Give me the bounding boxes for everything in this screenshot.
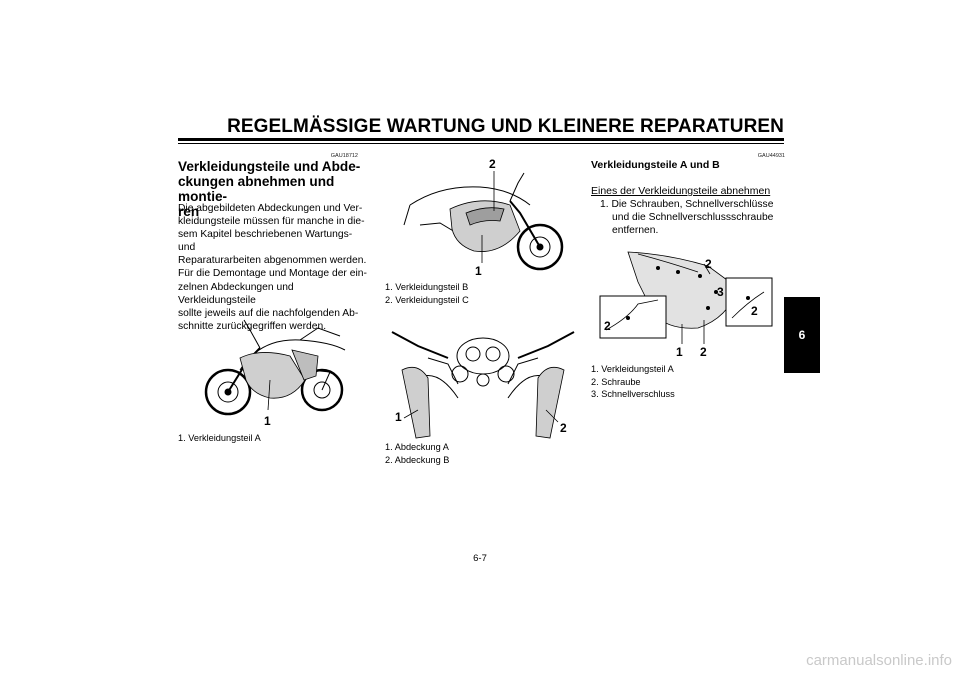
page-header-title: REGELMÄSSIGE WARTUNG UND KLEINERE REPARA… — [227, 116, 784, 137]
subsection-title: Verkleidungsteile A und B — [591, 159, 720, 171]
figure-label: 2 — [751, 304, 758, 318]
text-line: Reparaturarbeiten abgenommen werden. — [178, 255, 367, 267]
caption-item: 1. Abdeckung A — [385, 442, 449, 452]
text-line: kleidungsteile müssen für manche in die- — [178, 216, 365, 228]
figure-label: 1 — [264, 414, 271, 428]
section-code: GAU44931 — [757, 153, 785, 159]
procedure-heading: Eines der Verkleidungsteile abnehmen — [591, 185, 771, 197]
figure-label: 2 — [700, 345, 707, 359]
figure-caption-list: 1. Verkleidungsteil A 2. Schraube 3. Sch… — [591, 363, 781, 401]
figure-label: 1 — [676, 345, 683, 359]
figure-label: 2 — [560, 421, 567, 435]
page-number: 6-7 — [473, 553, 487, 564]
header-rule-thick — [178, 138, 784, 141]
text-line: schnitte zurückgegriffen werden. — [178, 320, 327, 332]
caption-item: 3. Schnellverschluss — [591, 389, 675, 400]
figure-caption-list: 1. Abdeckung A 2. Abdeckung B — [385, 441, 565, 466]
caption-item: 1. Verkleidungsteil B — [385, 282, 469, 292]
motorcycle-side-left-figure — [204, 319, 346, 416]
chapter-tab: 6 — [784, 297, 820, 373]
figure-label: 1 — [395, 410, 402, 424]
section-title-line: Verkleidungsteile und Abde- — [178, 159, 361, 174]
text-line: Die abgebildeten Abdeckungen und Ver- — [178, 203, 363, 214]
figure-caption-list: 1. Verkleidungsteil B 2. Verkleidungstei… — [385, 281, 565, 306]
text-line: zelnen Abdeckungen und Verkleidungsteile — [178, 281, 294, 306]
text-line: 1. Die Schrauben, Schnellverschlüsse — [600, 199, 774, 210]
figure-label: 2 — [489, 157, 496, 171]
header-rule-thin — [178, 143, 784, 144]
fairing-detail-figure — [599, 251, 773, 344]
section-title: Verkleidungsteile und Abde- ckungen abne… — [178, 159, 368, 219]
section-code: GAU18712 — [330, 153, 358, 159]
section-title-line: ckungen abnehmen und montie- — [178, 174, 335, 204]
figure-label: 3 — [717, 285, 724, 299]
text-line: sem Kapitel beschriebenen Wartungs- und — [178, 229, 353, 254]
text-line: Für die Demontage und Montage der ein- — [178, 268, 367, 280]
figure-label: 2 — [705, 257, 712, 271]
caption-item: 2. Abdeckung B — [385, 454, 450, 465]
figure-label: 2 — [604, 319, 611, 333]
caption-item: 2. Verkleidungsteil C — [385, 294, 469, 305]
motorcycle-side-right-figure — [403, 171, 564, 271]
caption-item: 1. Verkleidungsteil A — [591, 364, 674, 374]
figure-label: 1 — [475, 264, 482, 278]
watermark: carmanualsonline.info — [806, 652, 952, 669]
section-title-line: ren — [178, 204, 200, 219]
text-line: entfernen. — [612, 225, 659, 237]
text-line: sollte jeweils auf die nachfolgenden Ab- — [178, 307, 359, 319]
intro-paragraph: Die abgebildeten Abdeckungen und Ver- kl… — [178, 202, 368, 333]
caption-item: 2. Schraube — [591, 376, 641, 387]
text-line: und die Schnellverschlussschraube — [612, 212, 774, 224]
figure-caption: 1. Verkleidungsteil A — [178, 433, 261, 443]
procedure-step: 1. Die Schrauben, Schnellverschlüsse und… — [600, 198, 790, 237]
handlebar-front-figure — [391, 331, 575, 439]
